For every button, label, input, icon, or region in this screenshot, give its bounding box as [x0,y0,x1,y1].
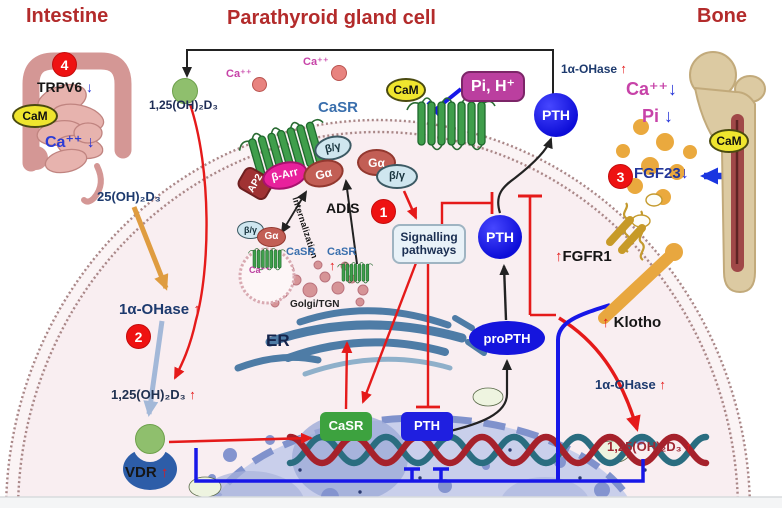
cam-bone: CaM [709,129,749,153]
propth-oval: proPTH [469,321,545,355]
bone-ca-text: Ca⁺⁺ [626,79,669,99]
ca-intestine-label: Ca⁺⁺ ↓ [45,135,95,151]
ohase-top-label: 1α-OHase ↑ [561,62,627,75]
trpv6-label: TRPV6 ↓ [37,80,93,94]
signalling-pathways-box: Signalling pathways [392,224,466,264]
trpv6-text: TRPV6 [37,79,83,95]
ohase-top-text: 1α-OHase [561,62,618,76]
d125-left-label: 1,25(OH)₂D₃ ↑ [111,388,196,401]
signalling-line1: Signalling [400,229,458,244]
casr-gene-box: CaSR [320,412,372,441]
d125-left-text: 1,25(OH)₂D₃ [111,387,186,402]
klotho-label: ↑ Klotho [602,315,661,330]
cam-intestine: CaM [12,104,58,128]
ohase-left-text: 1α-OHase [119,301,190,318]
casr-receptor-membrane-right [406,97,496,151]
ca-intestine-down-arrow: ↓ [86,134,95,151]
endosome-casr-label: CaSR [286,246,316,258]
pth-intracellular-circle: PTH [478,215,522,259]
casr-receptor-golgi [337,262,374,284]
bone-illustration [689,51,766,293]
beta-gamma-protein-2: β/γ [376,164,418,189]
ca-ion-label-1: Ca⁺⁺ [226,68,252,80]
title-intestine: Intestine [26,5,109,27]
golgi-casr-label: CaSR [327,246,357,258]
klotho-text: Klotho [613,314,662,331]
bone-ca-down-arrow: ↓ [668,79,678,99]
ohase-left-up-arrow: ↑ [193,301,201,318]
ohase-left-label: 1α-OHase ↑ [119,302,201,317]
casr-membrane-label: CaSR [318,99,359,116]
vitamin-d-molecule [172,78,198,104]
fgf23-down-arrow: ↓ [680,165,689,182]
d125-right-up-arrow: ↑ [685,439,692,454]
endosome-g-alpha: Gα [257,227,286,247]
trpv6-down-arrow: ↓ [86,79,94,95]
step-badge-3: 3 [608,164,633,189]
bone-ca-label: Ca⁺⁺↓ [626,80,677,98]
ohase-right-up-arrow: ↑ [659,377,666,392]
fgfr1-up-arrow: ↑ [555,248,563,265]
d125-right-text: 1,25(OH)₂D₃ [607,439,682,454]
ca-ion-dot-2 [331,65,347,81]
vdr-up-arrow: ↑ [160,464,169,481]
step-badge-1: 1 [371,199,396,224]
vdr-bound-vitamin-d [135,424,165,454]
ca-intestine-text: Ca⁺⁺ [45,134,83,151]
ohase-right-text: 1α-OHase [595,377,656,392]
fgf23-text: FGF23 [634,165,681,182]
d125-left-up-arrow: ↑ [189,387,196,402]
er-label: ER [266,331,290,350]
golgi-casr-up-arrow: ↑ [329,258,336,273]
fgfr1-text: FGFR1 [562,248,612,265]
klotho-up-arrow: ↑ [602,314,610,331]
pi-h-inhibitor-box: Pi, H⁺ [461,71,525,102]
endosome-ca-label: Ca⁺⁺ [249,265,271,275]
d125-right-label: 1,25(OH)₂D₃ ↑ [607,440,692,453]
adis-label: ADIS [326,200,360,216]
fgfr1-klotho-receptor [598,119,697,324]
title-parathyroid-cell: Parathyroid gland cell [227,7,436,29]
d125-top-label: 1,25(OH)₂D₃ [149,98,218,112]
bone-pi-down-arrow: ↓ [664,106,674,126]
bone-pi-label: Pi ↓ [642,107,673,125]
pth-secreted-circle: PTH [534,93,578,137]
intestine-illustration [22,52,132,205]
step-badge-2: 2 [126,324,151,349]
pth-gene-box: PTH [401,412,453,441]
step-badge-4: 4 [52,52,77,77]
ca-ion-dot-1 [252,77,267,92]
d25-label: 25(OH)₂D₃ [97,189,161,204]
fgf23-label: FGF23↓ [634,166,689,182]
ohase-right-label: 1α-OHase ↑ [595,378,666,391]
ca-ion-label-2: Ca⁺⁺ [303,56,329,68]
vdr-text: VDR [125,464,157,481]
fgfr1-label: ↑FGFR1 [555,249,612,264]
vdr-label: VDR ↑ [125,465,168,480]
cam-membrane: CaM [386,78,426,102]
golgi-tgn-label: Golgi/TGN [290,299,340,310]
title-bone: Bone [697,5,747,27]
bottom-strip [0,497,782,508]
ohase-top-up-arrow: ↑ [620,61,627,76]
bone-pi-text: Pi [642,106,660,126]
signalling-line2: pathways [401,243,457,257]
